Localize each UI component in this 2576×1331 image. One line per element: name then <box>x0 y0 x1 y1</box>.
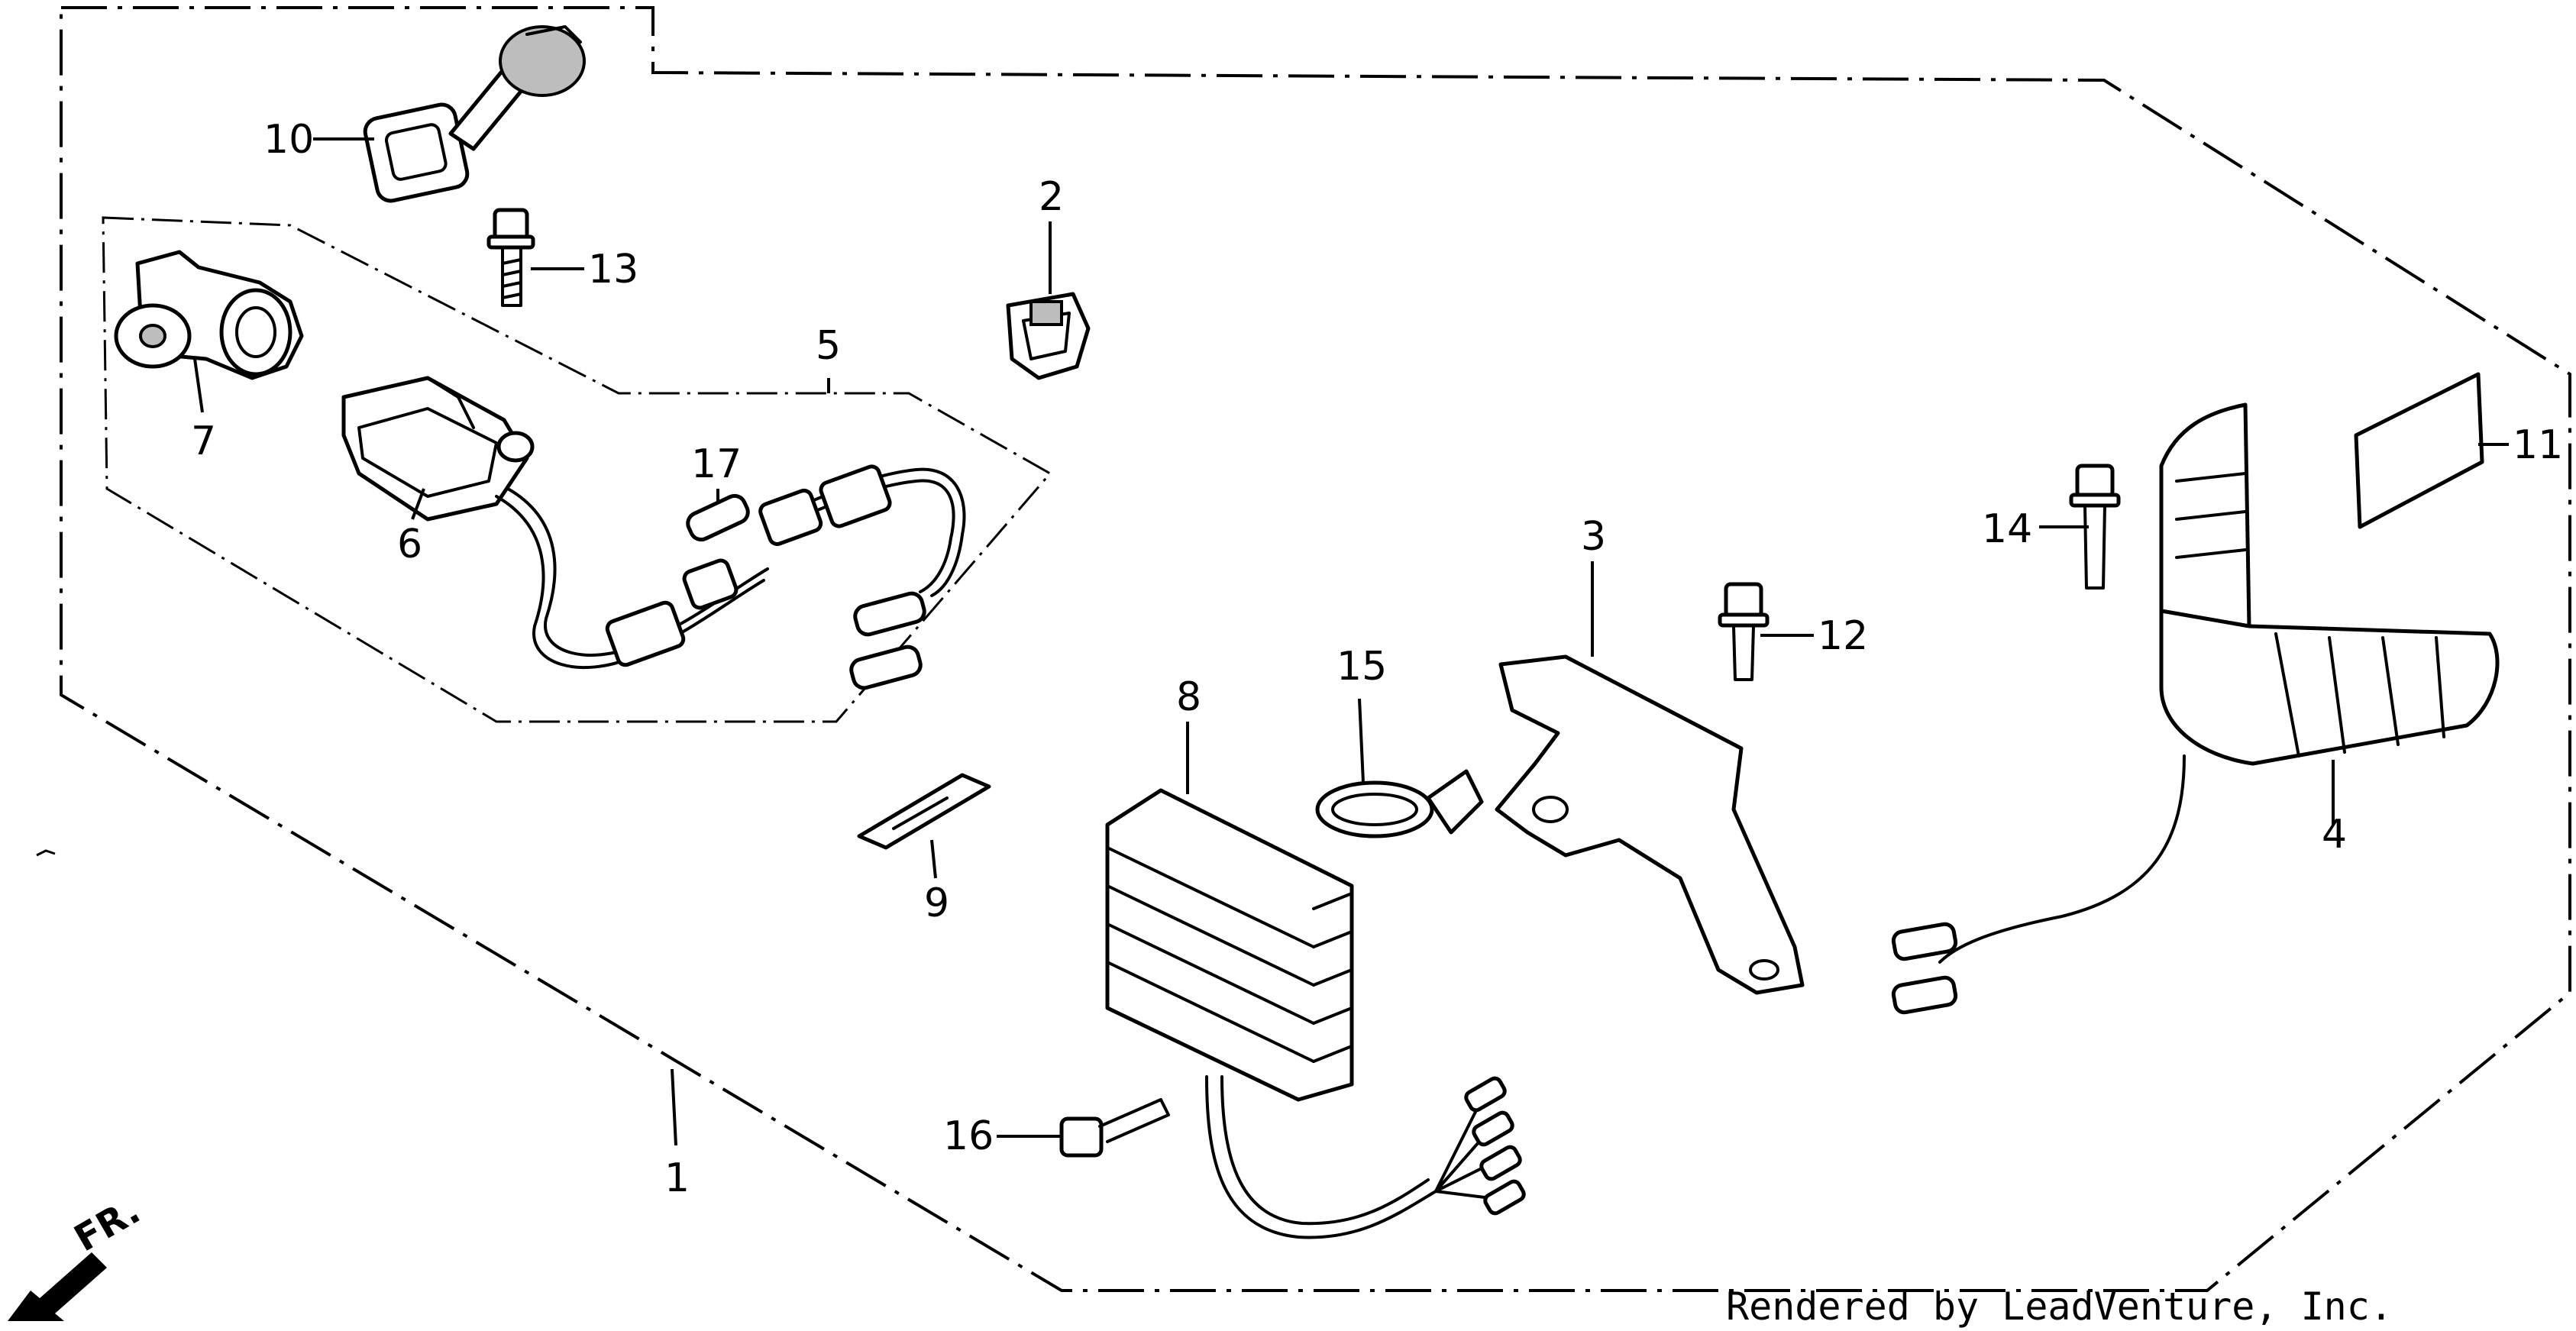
callout-13: 13 <box>588 247 638 292</box>
regulator-rectifier-8-part <box>1105 788 1526 1239</box>
callout-6: 6 <box>397 522 422 567</box>
kit-outline <box>60 6 2571 1292</box>
callout-10: 10 <box>263 117 314 163</box>
callout-9: 9 <box>924 880 949 926</box>
rendered-by-credit: Rendered by LeadVenture, Inc. <box>1726 1284 2393 1329</box>
label-9-part <box>857 773 991 850</box>
callout-3: 3 <box>1581 514 1606 560</box>
stator-coil-4-part <box>1891 402 2500 1015</box>
bolt-14-part <box>2069 464 2121 590</box>
rubber-cap-part <box>363 25 586 203</box>
callout-12: 12 <box>1818 613 1868 659</box>
callout-5: 5 <box>816 323 841 369</box>
callout-15: 15 <box>1336 644 1387 690</box>
front-direction-label: FR. <box>67 1189 147 1260</box>
clamp-band-15-part <box>1315 769 1484 838</box>
callout-4: 4 <box>2322 812 2347 858</box>
label-11-part <box>2354 372 2484 529</box>
callout-1: 1 <box>664 1155 690 1201</box>
stray-mark <box>36 849 56 857</box>
callout-7: 7 <box>191 418 216 464</box>
relay-cover-6-part <box>341 376 535 522</box>
bolt-13-part <box>486 208 535 307</box>
wire-harness-5-part <box>495 464 966 690</box>
grommet-2-part <box>1006 292 1091 380</box>
fuse-17-part <box>686 493 750 542</box>
callout-8: 8 <box>1176 674 1201 720</box>
bolt-16-part <box>1059 1098 1170 1158</box>
callout-17: 17 <box>691 441 742 487</box>
callout-11: 11 <box>2513 422 2563 468</box>
bolt-12-part <box>1718 582 1770 681</box>
callout-16: 16 <box>943 1113 994 1159</box>
bracket-3-part <box>1495 654 1805 995</box>
callout-2: 2 <box>1039 174 1064 220</box>
callout-14: 14 <box>1982 506 2032 552</box>
front-direction-arrow: FR. <box>8 1189 147 1321</box>
harness-subassembly-outline <box>102 216 1052 723</box>
connector-7-part <box>114 250 304 380</box>
leader-lines <box>193 137 2509 1146</box>
